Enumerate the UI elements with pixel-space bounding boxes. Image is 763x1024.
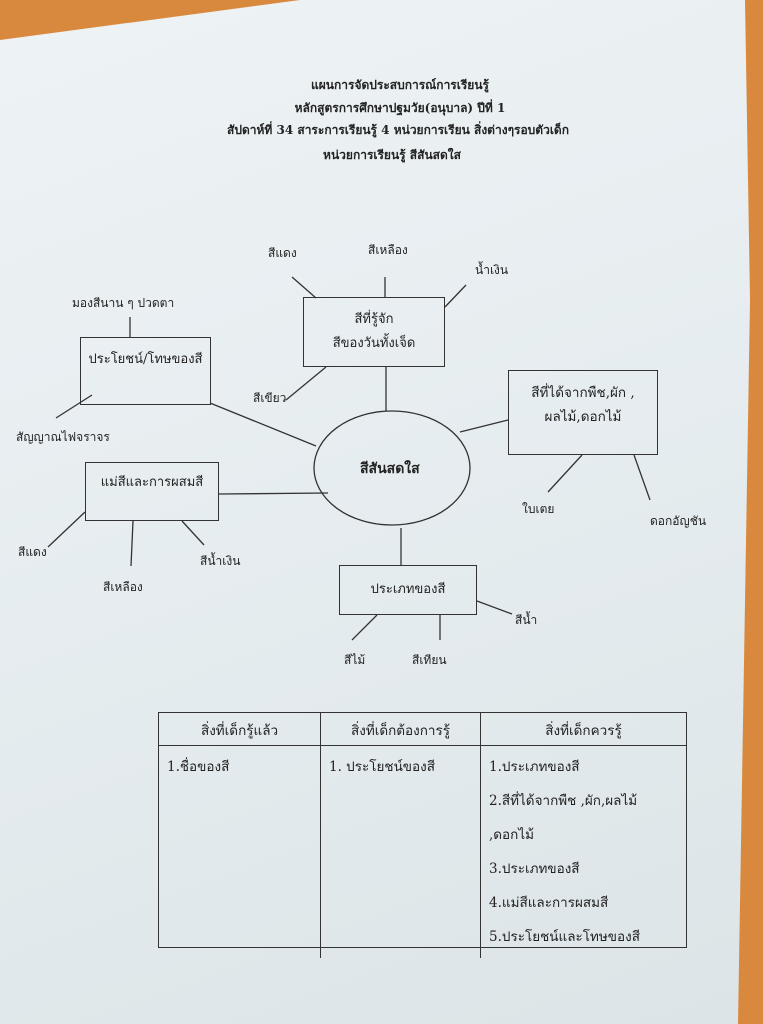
leaf-blue: น้ำเงิน [475,263,509,277]
leaf-crayon: สีเทียน [412,653,447,667]
node-known-colors: สีที่รู้จัก สีของวันทั้งเจ็ด [303,297,445,367]
leaf-blue-primary: สีน้ำเงิน [200,554,241,568]
table-item: 1. ประโยชน์ของสี [329,759,435,775]
table-item: ,ดอกไม้ [489,827,535,843]
leaf-pandan: ใบเตย [522,502,555,516]
node-label: สีที่รู้จัก [354,312,394,327]
node-label: ประเภทของสี [370,582,446,597]
knowledge-table: สิ่งที่เด็กรู้แล้ว สิ่งที่เด็กต้องการรู้… [158,712,687,958]
leaf-butterfly-pea: ดอกอัญชัน [650,514,707,528]
table-cell-want: 1. ประโยชน์ของสี [321,746,481,958]
node-primary-colors: แม่สีและการผสมสี [85,462,219,521]
doc-unit-line: หน่วยการเรียนรู้ สีสันสดใส [323,148,461,162]
table-item: 1.ประเภทของสี [489,759,580,775]
doc-week-line: สัปดาห์ที่ 34 สาระการเรียนรู้ 4 หน่วยการ… [227,123,569,137]
table-header: สิ่งที่เด็กรู้แล้ว [159,713,321,746]
leaf-eyestrain: มองสีนาน ๆ ปวดตา [72,296,175,310]
table-header: สิ่งที่เด็กต้องการรู้ [321,713,481,746]
table-cell-should: 1.ประเภทของสี 2.สีที่ได้จากพืช ,ผัก,ผลไม… [481,746,686,958]
node-label: สีที่ได้จากพืช,ผัก , [531,385,635,401]
table-item: 4.แม่สีและการผสมสี [489,895,609,911]
leaf-watercolor: สีน้ำ [515,613,538,627]
leaf-colored-pencil: สีไม้ [344,653,366,667]
table-item: 2.สีที่ได้จากพืช ,ผัก,ผลไม้ [489,793,638,809]
leaf-red-primary: สีแดง [18,545,47,559]
node-plant-colors: สีที่ได้จากพืช,ผัก , ผลไม้,ดอกไม้ [508,370,658,455]
leaf-yellow-primary: สีเหลือง [103,580,143,594]
center-topic: สีสันสดใส [360,461,420,477]
node-label: สีของวันทั้งเจ็ด [332,336,416,351]
table-item: 3.ประเภทของสี [489,861,580,877]
node-label: ผลไม้,ดอกไม้ [544,409,622,425]
leaf-yellow: สีเหลือง [368,243,408,257]
table-item: 1.ชื่อของสี [167,759,230,775]
node-benefit: ประโยชน์/โทษของสี [80,337,211,405]
center-ellipse [313,410,471,526]
leaf-red: สีแดง [268,246,297,260]
table-item: 5.ประโยชน์และโทษของสี [489,929,640,945]
table-header: สิ่งที่เด็กควรรู้ [481,713,686,746]
leaf-green: สีเขียว [253,391,287,405]
doc-title: แผนการจัดประสบการณ์การเรียนรู้ [311,78,489,92]
node-label: แม่สีและการผสมสี [100,475,204,490]
leaf-traffic-light: สัญญาณไฟจราจร [16,430,110,444]
node-label: ประโยชน์/โทษของสี [88,352,203,367]
node-color-types: ประเภทของสี [339,565,477,615]
table-cell-known: 1.ชื่อของสี [159,746,321,958]
doc-subtitle: หลักสูตรการศึกษาปฐมวัย(อนุบาล) ปีที่ 1 [294,101,506,115]
